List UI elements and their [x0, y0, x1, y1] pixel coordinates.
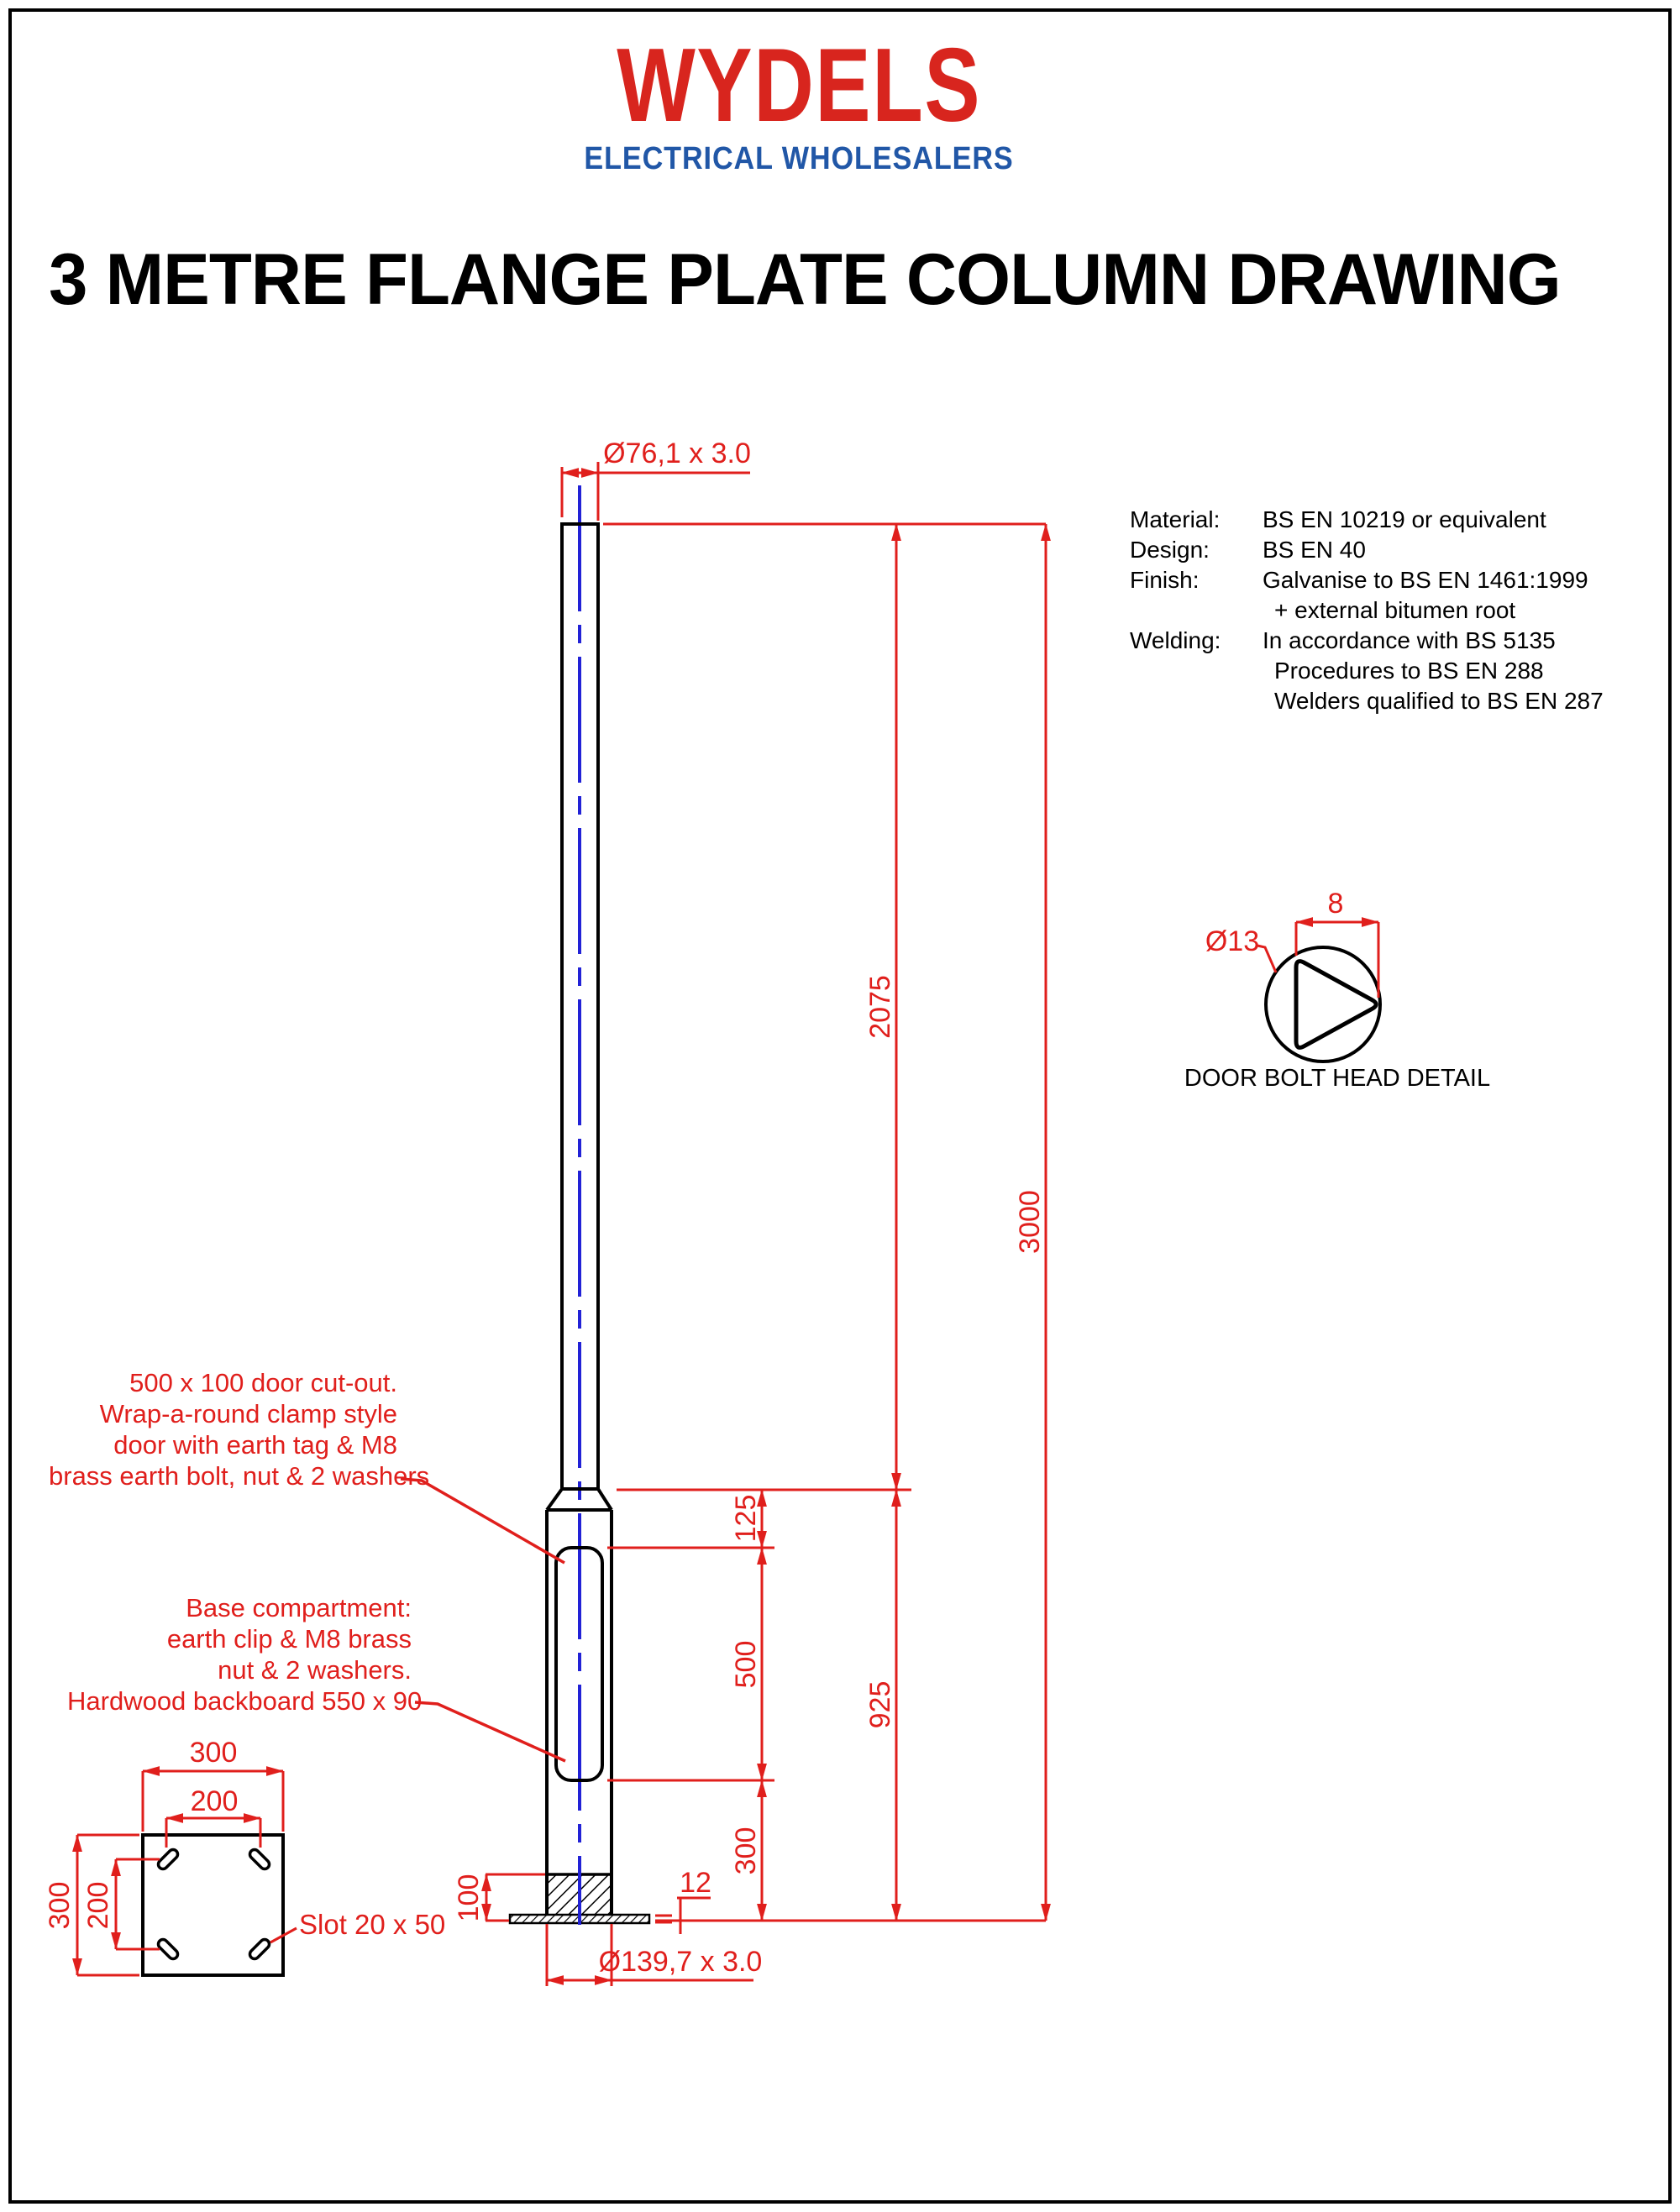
dim-label-plate-height: 300: [44, 1882, 76, 1930]
spec-label: Finish:: [1130, 567, 1200, 593]
spec-value: BS EN 10219 or equivalent: [1263, 506, 1546, 532]
base-plate-dims: [72, 1766, 297, 1977]
column-shaft: [560, 522, 600, 1491]
bolt-detail-caption: DOOR BOLT HEAD DETAIL: [1184, 1065, 1490, 1092]
spec-row-welding: Welding: In accordance with BS 5135: [1130, 626, 1604, 656]
bolt-head-triangle: [1294, 959, 1378, 1050]
dim-extension-lines: [486, 522, 1046, 1922]
taper-left: [545, 1487, 564, 1512]
spec-value: Galvanise to BS EN 1461:1999: [1263, 567, 1588, 593]
spec-row-finish-cont: + external bitumen root: [1130, 595, 1604, 626]
dim-label-dia13: Ø13: [1205, 925, 1259, 957]
dim-bolt-head-8: [1257, 917, 1380, 998]
spec-value: Procedures to BS EN 288: [1274, 658, 1544, 684]
spec-value: + external bitumen root: [1274, 597, 1516, 623]
dim-flange-thickness: [655, 1896, 711, 1934]
dim-label-slot-spacing-h: 200: [191, 1785, 239, 1817]
dim-label-300: 300: [730, 1827, 762, 1875]
door-cutout: [554, 1546, 604, 1782]
annotation-line: 500 x 100 door cut-out.: [129, 1368, 397, 1397]
annotation-line: earth clip & M8 brass: [166, 1624, 412, 1654]
annotation-line: Base compartment:: [186, 1593, 412, 1622]
annotation-line: Wrap-a-round clamp style: [99, 1399, 397, 1428]
dim-label-8: 8: [1328, 888, 1344, 920]
spec-value: Welders qualified to BS EN 287: [1274, 688, 1604, 714]
door-annotation-leader: [400, 1477, 565, 1565]
door-cutout-annotation: 500 x 100 door cut-out. Wrap-a-round cla…: [49, 1367, 430, 1491]
dim-label-925: 925: [864, 1681, 896, 1729]
base-compartment-annotation: Base compartment: earth clip & M8 brass …: [67, 1592, 423, 1717]
company-logo-text: WYDELS: [617, 28, 981, 144]
base-plate-detail: 300 200 300 200 Slot 20 x 50: [44, 1737, 445, 1977]
dim-label-2075: 2075: [864, 975, 896, 1039]
spec-value: BS EN 40: [1263, 537, 1366, 563]
spec-row-finish: Finish: Galvanise to BS EN 1461:1999: [1130, 565, 1604, 595]
dim-label-500: 500: [730, 1641, 762, 1689]
dim-top-diameter: [560, 462, 750, 521]
slot-size-label: Slot 20 x 50: [299, 1909, 445, 1940]
company-logo-subtitle: ELECTRICAL WHOLESALERS: [584, 141, 1014, 176]
annotation-leaders: [400, 1477, 566, 1763]
spec-row-welding-cont2: Welders qualified to BS EN 287: [1130, 686, 1604, 716]
base-plate-outline: [141, 1833, 285, 1977]
spec-row-design: Design: BS EN 40: [1130, 535, 1604, 565]
base-plate-slots: [156, 1848, 271, 1961]
specification-block: Material: BS EN 10219 or equivalent Desi…: [1130, 505, 1604, 716]
spec-label: Material:: [1130, 506, 1221, 532]
dim-label-12: 12: [680, 1867, 711, 1899]
annotation-line: door with earth tag & M8: [113, 1430, 397, 1460]
column-outline: [545, 522, 613, 1915]
company-logo: WYDELS ELECTRICAL WHOLESALERS: [560, 34, 1037, 177]
dim-label-100: 100: [453, 1874, 485, 1922]
spec-label: Welding:: [1130, 627, 1221, 653]
spec-row-material: Material: BS EN 10219 or equivalent: [1130, 505, 1604, 535]
dim-label-bottom-diameter: Ø139,7 x 3.0: [599, 1946, 763, 1978]
dim-vertical-lines: [481, 523, 1051, 1921]
dim-label-3000: 3000: [1014, 1190, 1046, 1254]
spec-label: Design:: [1130, 537, 1210, 563]
page-title: 3 METRE FLANGE PLATE COLUMN DRAWING: [49, 239, 1562, 320]
annotation-line: Hardwood backboard 550 x 90: [67, 1686, 423, 1716]
dim-bottom-diameter: [545, 1924, 753, 1986]
dim-label-top-diameter: Ø76,1 x 3.0: [603, 438, 751, 469]
spec-row-welding-cont1: Procedures to BS EN 288: [1130, 656, 1604, 686]
door-bolt-head-detail: 8 Ø13 DOOR BOLT HEAD DETAIL: [1184, 888, 1490, 1092]
dim-label-125: 125: [730, 1495, 762, 1543]
dim-label-plate-width: 300: [190, 1737, 238, 1769]
dim-label-slot-spacing-v: 200: [82, 1882, 114, 1930]
dia13-leader: [1257, 944, 1278, 973]
base-annotation-leader: [414, 1701, 566, 1763]
annotation-line: nut & 2 washers.: [218, 1655, 412, 1685]
taper-right: [596, 1487, 613, 1512]
slot-label-leader: [270, 1926, 297, 1944]
spec-value: In accordance with BS 5135: [1263, 627, 1556, 653]
bolt-head-circle: [1264, 946, 1382, 1063]
annotation-line: brass earth bolt, nut & 2 washers: [49, 1461, 430, 1491]
